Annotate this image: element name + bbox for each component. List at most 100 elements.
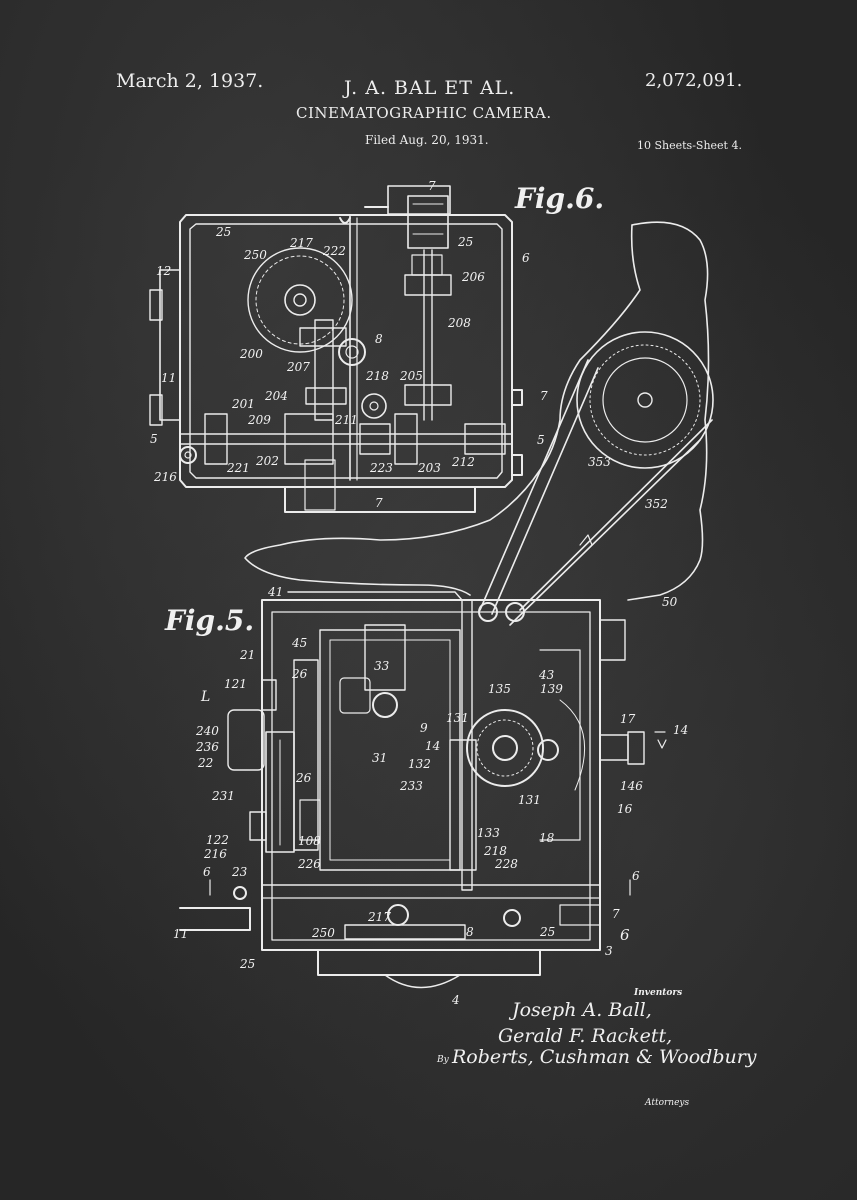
inventor-header: J. A. BAL ET AL. xyxy=(344,77,516,99)
ref-num: 218 xyxy=(483,844,507,858)
ref-num: 217 xyxy=(367,910,391,924)
ref-num: 207 xyxy=(286,360,310,374)
ref-num: 7 xyxy=(375,496,383,510)
ref-num: 23 xyxy=(231,865,248,879)
ref-num: 12 xyxy=(156,264,171,278)
ref-num: 352 xyxy=(645,497,668,511)
by-label: By xyxy=(437,1055,449,1065)
ref-num: 209 xyxy=(247,413,271,427)
ref-num: 228 xyxy=(494,857,518,871)
ref-num: 11 xyxy=(173,927,188,941)
ref-num: 236 xyxy=(195,740,219,754)
ref-num: 216 xyxy=(153,470,177,484)
ref-num: 240 xyxy=(195,724,219,738)
hand-and-belt xyxy=(244,221,714,626)
ref-num: 353 xyxy=(588,455,611,469)
fig6-label: Fig.6. xyxy=(514,182,604,215)
ref-num: 221 xyxy=(226,461,250,475)
ref-num: 233 xyxy=(399,779,423,793)
ref-num: 217 xyxy=(289,236,313,250)
ref-num: 216 xyxy=(203,847,227,861)
ref-num: 108 xyxy=(298,834,321,848)
ref-num: 135 xyxy=(488,682,511,696)
ref-num: 200 xyxy=(239,347,263,361)
ref-num: 18 xyxy=(539,831,555,845)
fig5-reference-numbers: 41 45 21 121 L 240 236 22 231 122 216 23… xyxy=(173,585,688,1007)
fig5-label: Fig.5. xyxy=(164,604,254,637)
ref-num: 250 xyxy=(311,926,335,940)
fig5-drawing xyxy=(179,591,667,989)
ref-num: 14 xyxy=(673,723,688,737)
ref-num: 9 xyxy=(420,721,428,735)
ref-num: 43 xyxy=(538,668,555,682)
ref-num: 201 xyxy=(231,397,255,411)
ref-num: 3 xyxy=(605,944,613,958)
ref-num: 21 xyxy=(239,648,255,662)
ref-num: 7 xyxy=(428,179,436,193)
ref-num: 25 xyxy=(239,957,255,971)
ref-num: 26 xyxy=(295,771,312,785)
ref-num: 122 xyxy=(206,833,229,847)
ref-num: 139 xyxy=(540,682,563,696)
ref-num: 205 xyxy=(399,369,423,383)
ref-num: 218 xyxy=(365,369,389,383)
ref-num: 250 xyxy=(243,248,267,262)
attorneys-label: Attorneys xyxy=(645,1098,690,1108)
ref-num: 121 xyxy=(224,677,247,691)
ref-num: 4 xyxy=(451,993,460,1007)
ref-num: 212 xyxy=(451,455,475,469)
ref-num: 14 xyxy=(425,739,440,753)
sheet-count: 10 Sheets-Sheet 4. xyxy=(637,139,742,152)
fig6-reference-numbers: 7 25 25 6 12 250 217 222 206 208 8 200 2… xyxy=(150,179,678,609)
ref-num: 231 xyxy=(211,789,235,803)
filed-date: Filed Aug. 20, 1931. xyxy=(365,133,489,147)
ref-num: 208 xyxy=(447,316,471,330)
ref-num: 132 xyxy=(408,757,431,771)
patent-number: 2,072,091. xyxy=(645,70,743,91)
ref-num: 211 xyxy=(334,413,358,427)
ref-num: 25 xyxy=(215,225,231,239)
ref-num: 22 xyxy=(197,756,213,770)
ref-num: 6 xyxy=(203,865,211,879)
ref-num: 5 xyxy=(150,432,158,446)
ref-num: 223 xyxy=(369,461,393,475)
ref-num: 7 xyxy=(540,389,548,403)
ref-num: 202 xyxy=(255,454,279,468)
inventors-label: Inventors xyxy=(634,988,683,998)
ref-num: 11 xyxy=(161,371,176,385)
ref-num: 203 xyxy=(417,461,441,475)
ref-num: 133 xyxy=(477,826,500,840)
ref-num: 5 xyxy=(537,433,545,447)
ref-num: 17 xyxy=(620,712,636,726)
fig6-drawing xyxy=(149,185,523,513)
ref-num: 206 xyxy=(461,270,485,284)
ref-num: 45 xyxy=(291,636,307,650)
ref-num: 25 xyxy=(539,925,555,939)
ref-num: 16 xyxy=(617,802,633,816)
ref-num: 7 xyxy=(612,907,620,921)
patent-title: CINEMATOGRAPHIC CAMERA. xyxy=(296,104,552,122)
ref-num: 33 xyxy=(374,659,390,673)
ref-num: 226 xyxy=(297,857,321,871)
ref-num: 31 xyxy=(372,751,387,765)
inventor-name-2: Gerald F. Rackett, xyxy=(498,1025,673,1047)
ref-num: 26 xyxy=(291,667,308,681)
inventor-name-1: Joseph A. Ball, xyxy=(512,999,652,1021)
ref-num: 8 xyxy=(466,925,474,939)
ref-num: 6 xyxy=(620,926,630,944)
ref-num: 50 xyxy=(662,595,678,609)
ref-num: 25 xyxy=(457,235,473,249)
ref-num: 146 xyxy=(620,779,643,793)
attorneys-signature: Roberts, Cushman & Woodbury xyxy=(452,1046,757,1068)
ref-num: 41 xyxy=(267,585,283,599)
ref-num: 131 xyxy=(446,711,469,725)
ref-num: L xyxy=(200,689,210,705)
ref-num: 6 xyxy=(522,251,530,265)
ref-num: 131 xyxy=(518,793,541,807)
ref-num: 222 xyxy=(322,244,346,258)
patent-date: March 2, 1937. xyxy=(116,70,264,92)
ref-num: 8 xyxy=(375,332,383,346)
ref-num: 6 xyxy=(632,869,640,883)
ref-num: 204 xyxy=(264,389,288,403)
